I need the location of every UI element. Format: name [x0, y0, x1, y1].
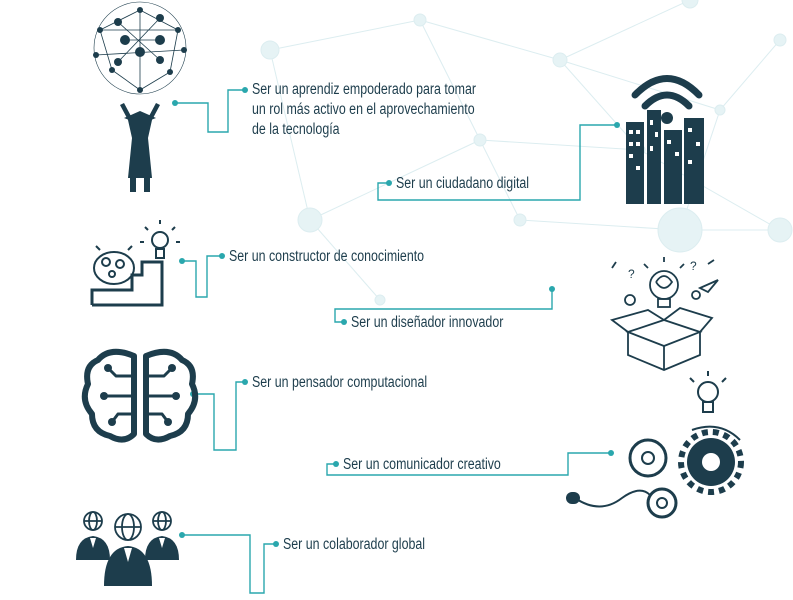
svg-text:?: ?	[690, 259, 697, 273]
label-innovative-designer: Ser un diseñador innovador	[351, 314, 504, 331]
label-empowered-learner-line-2: un rol más activo en el aprovechamiento	[252, 101, 475, 118]
label-digital-citizen: Ser un ciudadano digital	[396, 175, 530, 192]
circuit-brain-icon	[81, 348, 199, 443]
svg-text:?: ?	[628, 267, 635, 281]
label-global-collaborator: Ser un colaborador global	[283, 536, 426, 553]
brain-lightbulb-steps-icon	[90, 220, 180, 307]
label-empowered-learner-line-1: Ser un aprendiz empoderado para tomar	[252, 81, 477, 98]
global-team-icon	[76, 511, 179, 586]
idea-box-icon: ? ?	[609, 257, 719, 371]
label-knowledge-constructor: Ser un constructor de conocimiento	[229, 248, 425, 265]
gears-lightbulb-icon	[566, 371, 744, 519]
label-empowered-learner: Ser un aprendiz empoderado para tomar un…	[252, 80, 476, 140]
graduate-network-icon	[93, 1, 187, 192]
connectors	[175, 89, 617, 594]
label-computational-thinker: Ser un pensador computacional	[252, 374, 428, 391]
digital-city-wifi-icon	[626, 75, 704, 204]
label-creative-communicator: Ser un comunicador creativo	[343, 456, 501, 473]
label-empowered-learner-line-3: de la tecnología	[252, 121, 340, 138]
